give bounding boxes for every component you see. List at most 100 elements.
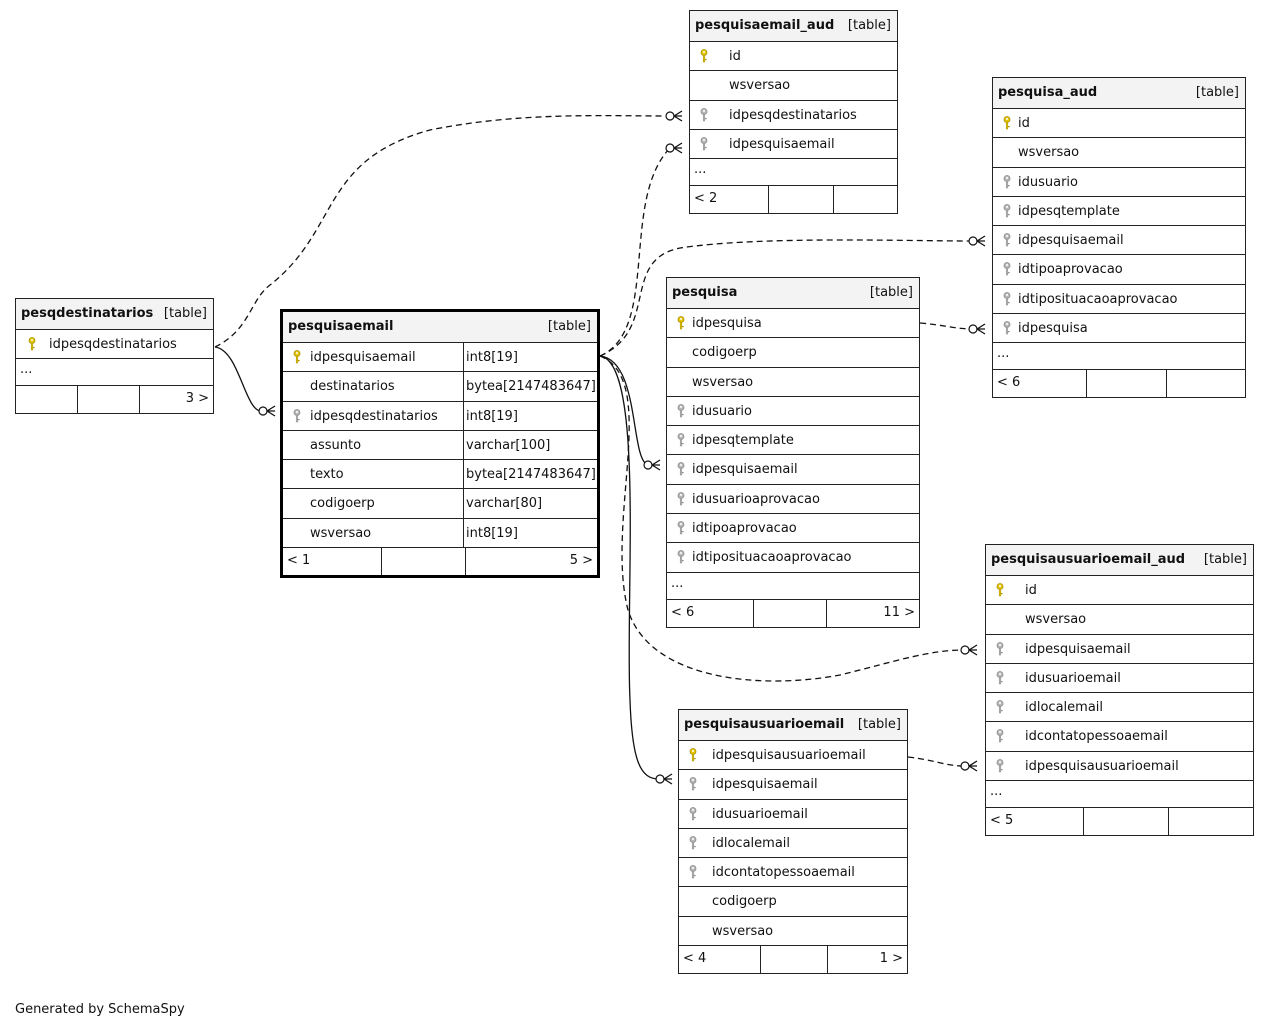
column-row[interactable]: idpesquisa [993, 314, 1245, 344]
table-footer: < 1 5 > [283, 548, 597, 576]
column-name: idpesquisaemail [310, 350, 416, 365]
column-name: idlocalemail [1025, 700, 1104, 716]
child-count[interactable]: 11 > [883, 604, 915, 620]
column-row[interactable]: idpesquisausuarioemail [986, 752, 1253, 782]
footer-cell [1083, 808, 1169, 836]
column-row[interactable]: idlocalemail [679, 829, 907, 859]
table-type-label: [table] [847, 18, 891, 33]
column-name: codigoerp [712, 894, 777, 910]
column-name: assunto [310, 437, 362, 453]
child-count[interactable]: 1 > [879, 951, 903, 967]
relationship-line [599, 355, 649, 466]
foreign-key-icon [700, 136, 708, 151]
column-row[interactable]: idpesquisaemail [667, 455, 919, 485]
column-name: idpesqtemplate [1018, 203, 1120, 219]
column-row[interactable]: codigoerp [679, 887, 907, 917]
column-row[interactable]: idtipoaprovacao [993, 255, 1245, 285]
column-row[interactable]: codigoerp [667, 338, 919, 368]
column-row[interactable]: idusuario [667, 397, 919, 427]
column-name: id [1018, 116, 1030, 131]
column-row[interactable]: idpesqdestinatarios [16, 330, 213, 360]
column-row[interactable]: idcontatopessoaemail [986, 722, 1253, 752]
footer-cell: < 6 [667, 600, 753, 627]
foreign-key-icon [1003, 174, 1011, 189]
column-name: idpesquisa [1018, 321, 1088, 337]
many-crowfoot-marker [663, 773, 673, 785]
parent-count[interactable]: < 6 [997, 375, 1021, 391]
parent-count[interactable]: < 4 [683, 951, 707, 967]
column-row[interactable]: wsversao [679, 917, 907, 947]
column-row[interactable]: idpesquisaemail [986, 635, 1253, 664]
column-row[interactable]: idtipoaprovacao [667, 514, 919, 544]
column-row[interactable]: idusuarioaprovacao [667, 485, 919, 515]
column-row[interactable]: wsversao [667, 368, 919, 397]
column-name: wsversao [712, 923, 774, 939]
foreign-key-icon [996, 758, 1004, 773]
column-row[interactable]: idpesqtemplate [667, 426, 919, 456]
parent-count[interactable]: < 1 [287, 553, 311, 569]
column-type: bytea[2147483647] [466, 467, 596, 483]
column-name: idusuarioemail [1025, 670, 1121, 686]
column-row[interactable]: id [993, 109, 1245, 139]
table-footer: < 2 [690, 186, 897, 214]
child-count[interactable]: 5 > [569, 553, 593, 569]
column-row[interactable]: idtiposituacaoaprovacao [993, 285, 1245, 315]
column-row[interactable]: idpesquisa [667, 309, 919, 339]
column-row[interactable]: idusuarioemail [986, 664, 1253, 694]
column-name: idpesquisa [692, 316, 762, 331]
column-name: idpesqdestinatarios [729, 107, 857, 123]
column-name: wsversao [1018, 145, 1080, 161]
table-header: pesquisaemail_aud[table] [690, 11, 897, 42]
parent-count[interactable]: < 6 [671, 604, 695, 620]
child-count[interactable]: 3 > [185, 391, 209, 407]
foreign-key-icon [677, 433, 685, 447]
column-row[interactable]: idusuario [993, 168, 1245, 197]
column-type: varchar[80] [466, 496, 543, 512]
table-name: pesquisaemail [288, 319, 394, 334]
column-row[interactable]: idpesquisaemail [690, 130, 897, 160]
column-row[interactable]: idusuarioemail [679, 800, 907, 829]
column-row[interactable]: wsversao [993, 138, 1245, 168]
many-crowfoot-marker [976, 323, 986, 335]
many-crowfoot-marker [673, 110, 683, 122]
primary-key-icon [293, 350, 301, 364]
column-row[interactable]: idpesquisaemail [993, 226, 1245, 256]
generated-by-label: Generated by SchemaSpy [15, 1002, 185, 1017]
column-row[interactable]: idpesqtemplate [993, 197, 1245, 227]
column-row[interactable]: wsversao [690, 71, 897, 101]
column-name: codigoerp [692, 345, 757, 361]
table-pesquisausuarioemail[interactable]: pesquisausuarioemail[table]idpesquisausu… [678, 709, 908, 975]
foreign-key-icon [700, 107, 708, 122]
foreign-key-icon [689, 777, 697, 791]
column-name: idusuarioemail [712, 806, 808, 822]
column-row[interactable]: idtiposituacaoaprovacao [667, 543, 919, 573]
column-row[interactable]: wsversao [986, 605, 1253, 635]
column-row[interactable]: idpesqdestinatarios [690, 101, 897, 130]
parent-count[interactable]: < 2 [694, 191, 718, 207]
column-row[interactable]: id [986, 576, 1253, 606]
relationship-line [214, 346, 264, 412]
column-row[interactable]: id [690, 42, 897, 72]
column-row[interactable]: idcontatopessoaemail [679, 858, 907, 888]
column-row[interactable]: idpesquisausuarioemail [679, 741, 907, 771]
column-row[interactable]: idpesquisaemail [679, 770, 907, 800]
foreign-key-icon [689, 865, 697, 879]
parent-count[interactable]: < 5 [990, 813, 1014, 829]
column-type: int8[19] [466, 408, 518, 424]
column-row[interactable]: idlocalemail [986, 693, 1253, 723]
column-name: idpesquisaemail [729, 136, 835, 152]
table-pesqdestinatarios[interactable]: pesqdestinatarios[table]idpesqdestinatar… [15, 298, 214, 415]
footer-cell: < 5 [986, 808, 1083, 835]
